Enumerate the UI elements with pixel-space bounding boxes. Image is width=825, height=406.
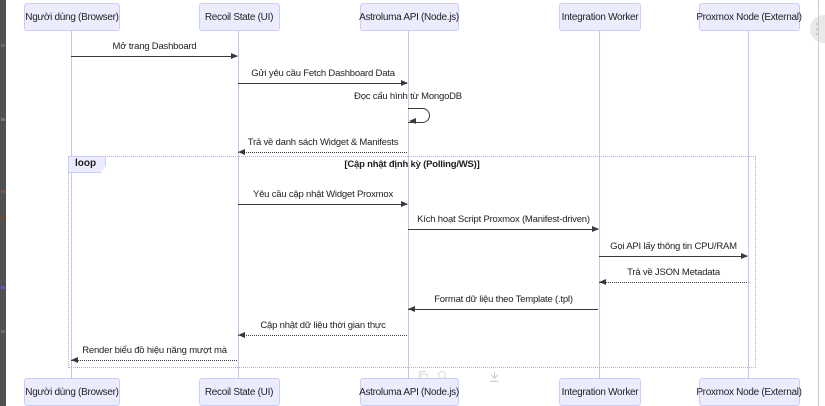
minimap-mark [1, 330, 5, 333]
message-label-0: Mở trang Dashboard [112, 41, 197, 52]
minimap-mark [1, 118, 5, 121]
message-line-0 [71, 56, 237, 57]
lifeline-user [70, 30, 72, 378]
message-label-9: Cập nhật dữ liệu thời gian thực [260, 320, 386, 331]
pane-divider[interactable] [818, 0, 819, 406]
arrowhead [238, 149, 245, 155]
message-line-1 [238, 83, 407, 84]
loop-title: [Cập nhật định kỳ (Polling/WS)] [344, 159, 480, 170]
message-line-6 [599, 256, 747, 257]
participant-bottom-worker: Integration Worker [559, 378, 641, 406]
message-label-2: Đọc cấu hình từ MongoDB [354, 91, 462, 102]
message-line-8 [408, 309, 598, 310]
minimap-mark [1, 216, 5, 219]
arrowhead [592, 226, 599, 232]
message-line-5 [408, 229, 598, 230]
message-label-3: Trả về danh sách Widget & Manifests [247, 137, 399, 148]
message-label-4: Yêu cầu cập nhật Widget Proxmox [252, 189, 394, 200]
participant-bottom-api: Astroluma API (Node.js) [359, 378, 459, 406]
message-label-6: Gọi API lấy thông tin CPU/RAM [610, 241, 737, 252]
participant-bottom-user: Người dùng (Browser) [24, 378, 120, 406]
code-editor-edge [0, 0, 6, 406]
participant-top-proxmox: Proxmox Node (External) [696, 3, 802, 31]
arrowhead [409, 117, 416, 124]
pane-drag-handle[interactable] [810, 15, 825, 43]
minimap-mark [1, 44, 5, 47]
lifeline-proxmox [747, 30, 749, 378]
arrowhead [71, 357, 78, 363]
participant-bottom-proxmox: Proxmox Node (External) [696, 378, 802, 406]
lifeline-api [407, 30, 409, 378]
arrowhead [231, 53, 238, 59]
message-line-7 [599, 282, 747, 283]
participant-top-worker: Integration Worker [559, 3, 641, 31]
message-line-9 [238, 335, 407, 336]
arrowhead [401, 201, 408, 207]
minimap-mark [1, 286, 5, 289]
message-label-5: Kích hoạt Script Proxmox (Manifest-drive… [417, 214, 590, 225]
participant-bottom-recoil: Recoil State (UI) [198, 378, 280, 406]
loop-frame: loop [Cập nhật định kỳ (Polling/WS)] [68, 156, 756, 368]
arrowhead [401, 80, 408, 86]
participant-top-api: Astroluma API (Node.js) [359, 3, 459, 31]
drag-dot [816, 23, 818, 25]
drag-dot [816, 33, 818, 35]
arrowhead [741, 253, 748, 259]
message-line-3 [238, 152, 407, 153]
message-label-10: Render biểu đồ hiệu năng mượt mà [82, 345, 227, 356]
drag-dot [816, 28, 818, 30]
self-message-curve [408, 108, 430, 123]
message-line-4 [238, 204, 407, 205]
download-icon[interactable] [488, 370, 501, 388]
arrowhead [408, 306, 415, 312]
message-label-8: Format dữ liệu theo Template (.tpl) [434, 294, 573, 305]
message-label-7: Trả về JSON Metadata [627, 267, 720, 278]
arrowhead [599, 279, 606, 285]
arrowhead [238, 332, 245, 338]
minimap-mark [1, 190, 5, 193]
message-line-10 [71, 360, 237, 361]
lifeline-worker [598, 30, 600, 378]
loop-tag: loop [68, 156, 107, 173]
participant-top-user: Người dùng (Browser) [24, 3, 120, 31]
participant-top-recoil: Recoil State (UI) [198, 3, 280, 31]
message-label-1: Gửi yêu cầu Fetch Dashboard Data [251, 68, 395, 79]
